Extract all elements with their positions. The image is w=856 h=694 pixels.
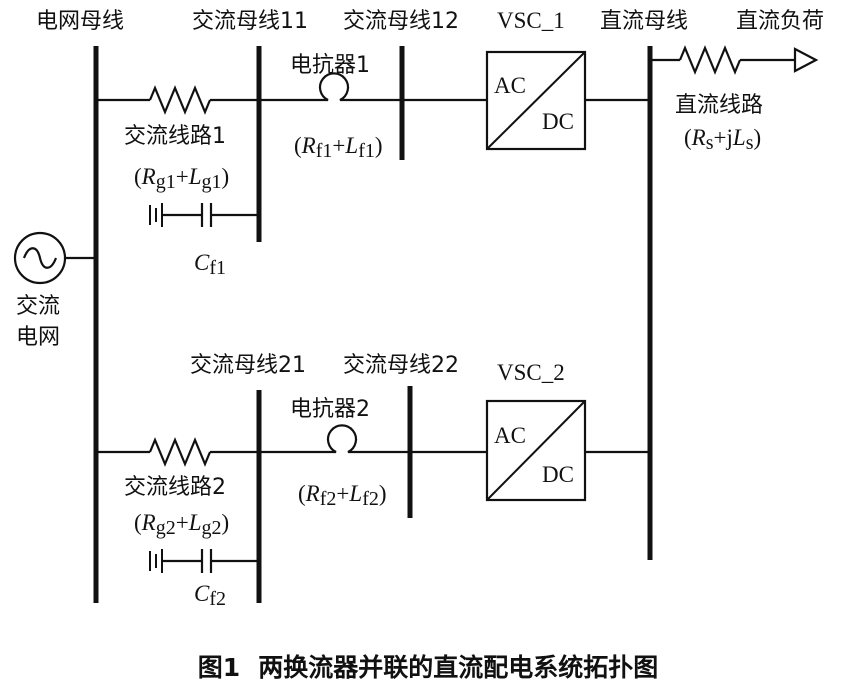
ac-line2-param: (Rg2+Lg2) [134,510,229,539]
ac-line1-resistor [96,86,259,114]
grid-bus-label: 电网母线 [36,9,124,34]
ac-grid-label-1: 交流 [16,294,60,319]
ac-line2-label: 交流线路2 [124,475,226,500]
reactor2-inductor [259,424,410,454]
ac-bus11-label: 交流母线11 [192,9,308,34]
ac-source-icon [13,231,96,285]
reactor2-label: 电抗器2 [290,397,370,422]
reactor1-label: 电抗器1 [290,53,370,78]
vsc2-label: VSC_2 [497,360,565,385]
reactor1-param: (Rf1+Lf1) [294,133,383,162]
ac-line1-param: (Rg1+Lg1) [134,164,229,193]
ac-line2-resistor [96,438,259,466]
reactor1-inductor [259,72,402,102]
ac-grid-label-2: 电网 [16,325,60,350]
vsc2-dc: DC [542,462,574,487]
cap2-label: Cf2 [194,581,226,610]
ac-line1-label: 交流线路1 [124,124,226,149]
reactor2-param: (Rf2+Lf2) [298,481,387,510]
vsc2-converter [410,399,650,502]
vsc1-label: VSC_1 [497,8,565,33]
ac-bus22-label: 交流母线22 [343,353,459,378]
dc-load-label: 直流负荷 [736,9,824,34]
dc-line-label: 直流线路 [675,93,763,118]
dc-load-arrow [793,47,819,73]
dc-bus-label: 直流母线 [600,9,688,34]
dc-line-resistor [650,46,795,74]
vsc1-dc: DC [542,109,574,134]
capacitor1 [149,203,259,227]
cap1-label: Cf1 [194,250,226,279]
ac-bus21-label: 交流母线21 [190,353,306,378]
vsc2-ac: AC [494,423,526,448]
capacitor2 [149,549,259,573]
vsc1-ac: AC [494,73,526,98]
ac-bus12-label: 交流母线12 [343,9,459,34]
dc-line-param: (Rs+jLs) [684,125,761,154]
vsc1-converter [402,50,650,151]
